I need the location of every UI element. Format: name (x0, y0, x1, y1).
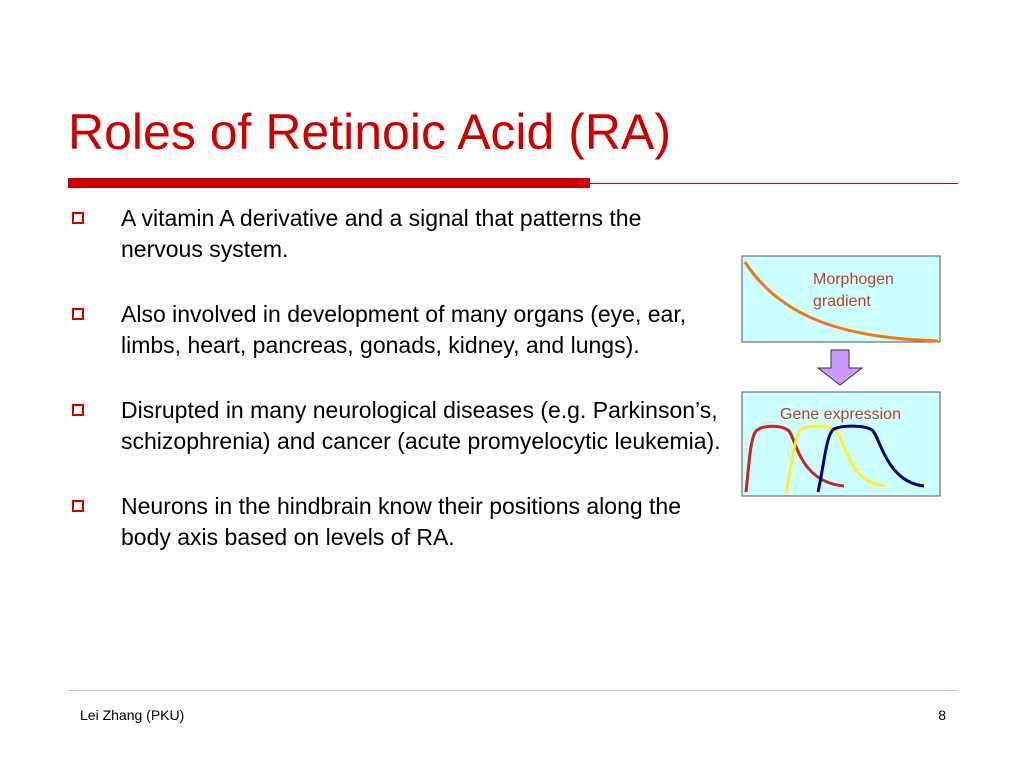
gene-expression-curve-yellow (784, 424, 887, 495)
morphogen-label-line2: gradient (813, 293, 871, 310)
square-bullet-icon (72, 212, 84, 224)
down-arrow-icon (816, 349, 864, 386)
title-underline-thin (590, 183, 958, 184)
morphogen-label-line1: Morphogen (813, 271, 894, 288)
footer-author: Lei Zhang (PKU) (80, 707, 185, 723)
gene-expression-curve-red (744, 424, 845, 493)
slide-number: 8 (938, 707, 946, 723)
bullet-item: Also involved in development of many org… (70, 299, 725, 361)
gene-expression-curve-navy (816, 424, 925, 493)
square-bullet-icon (72, 500, 84, 512)
bullet-text: Neurons in the hindbrain know their posi… (121, 493, 682, 550)
bullet-item: Disrupted in many neurological diseases … (70, 395, 725, 457)
bullet-text: Disrupted in many neurological diseases … (121, 397, 721, 454)
bullet-text: A vitamin A derivative and a signal that… (121, 205, 642, 262)
gene-expression-label: Gene expression (780, 406, 901, 423)
square-bullet-icon (72, 404, 84, 416)
bullet-list: A vitamin A derivative and a signal that… (70, 203, 725, 587)
bullet-item: A vitamin A derivative and a signal that… (70, 203, 725, 265)
gene-expression-panel (741, 391, 941, 497)
bullet-item: Neurons in the hindbrain know their posi… (70, 491, 725, 553)
bullet-text: Also involved in development of many org… (121, 301, 687, 358)
footer-divider (68, 690, 958, 691)
morphogen-gradient-curve (743, 261, 939, 343)
morphogen-diagram: Morphogen gradient Gene expression (740, 254, 944, 498)
square-bullet-icon (72, 308, 84, 320)
title-underline-thick (68, 178, 590, 188)
slide-title: Roles of Retinoic Acid (RA) (68, 104, 672, 160)
